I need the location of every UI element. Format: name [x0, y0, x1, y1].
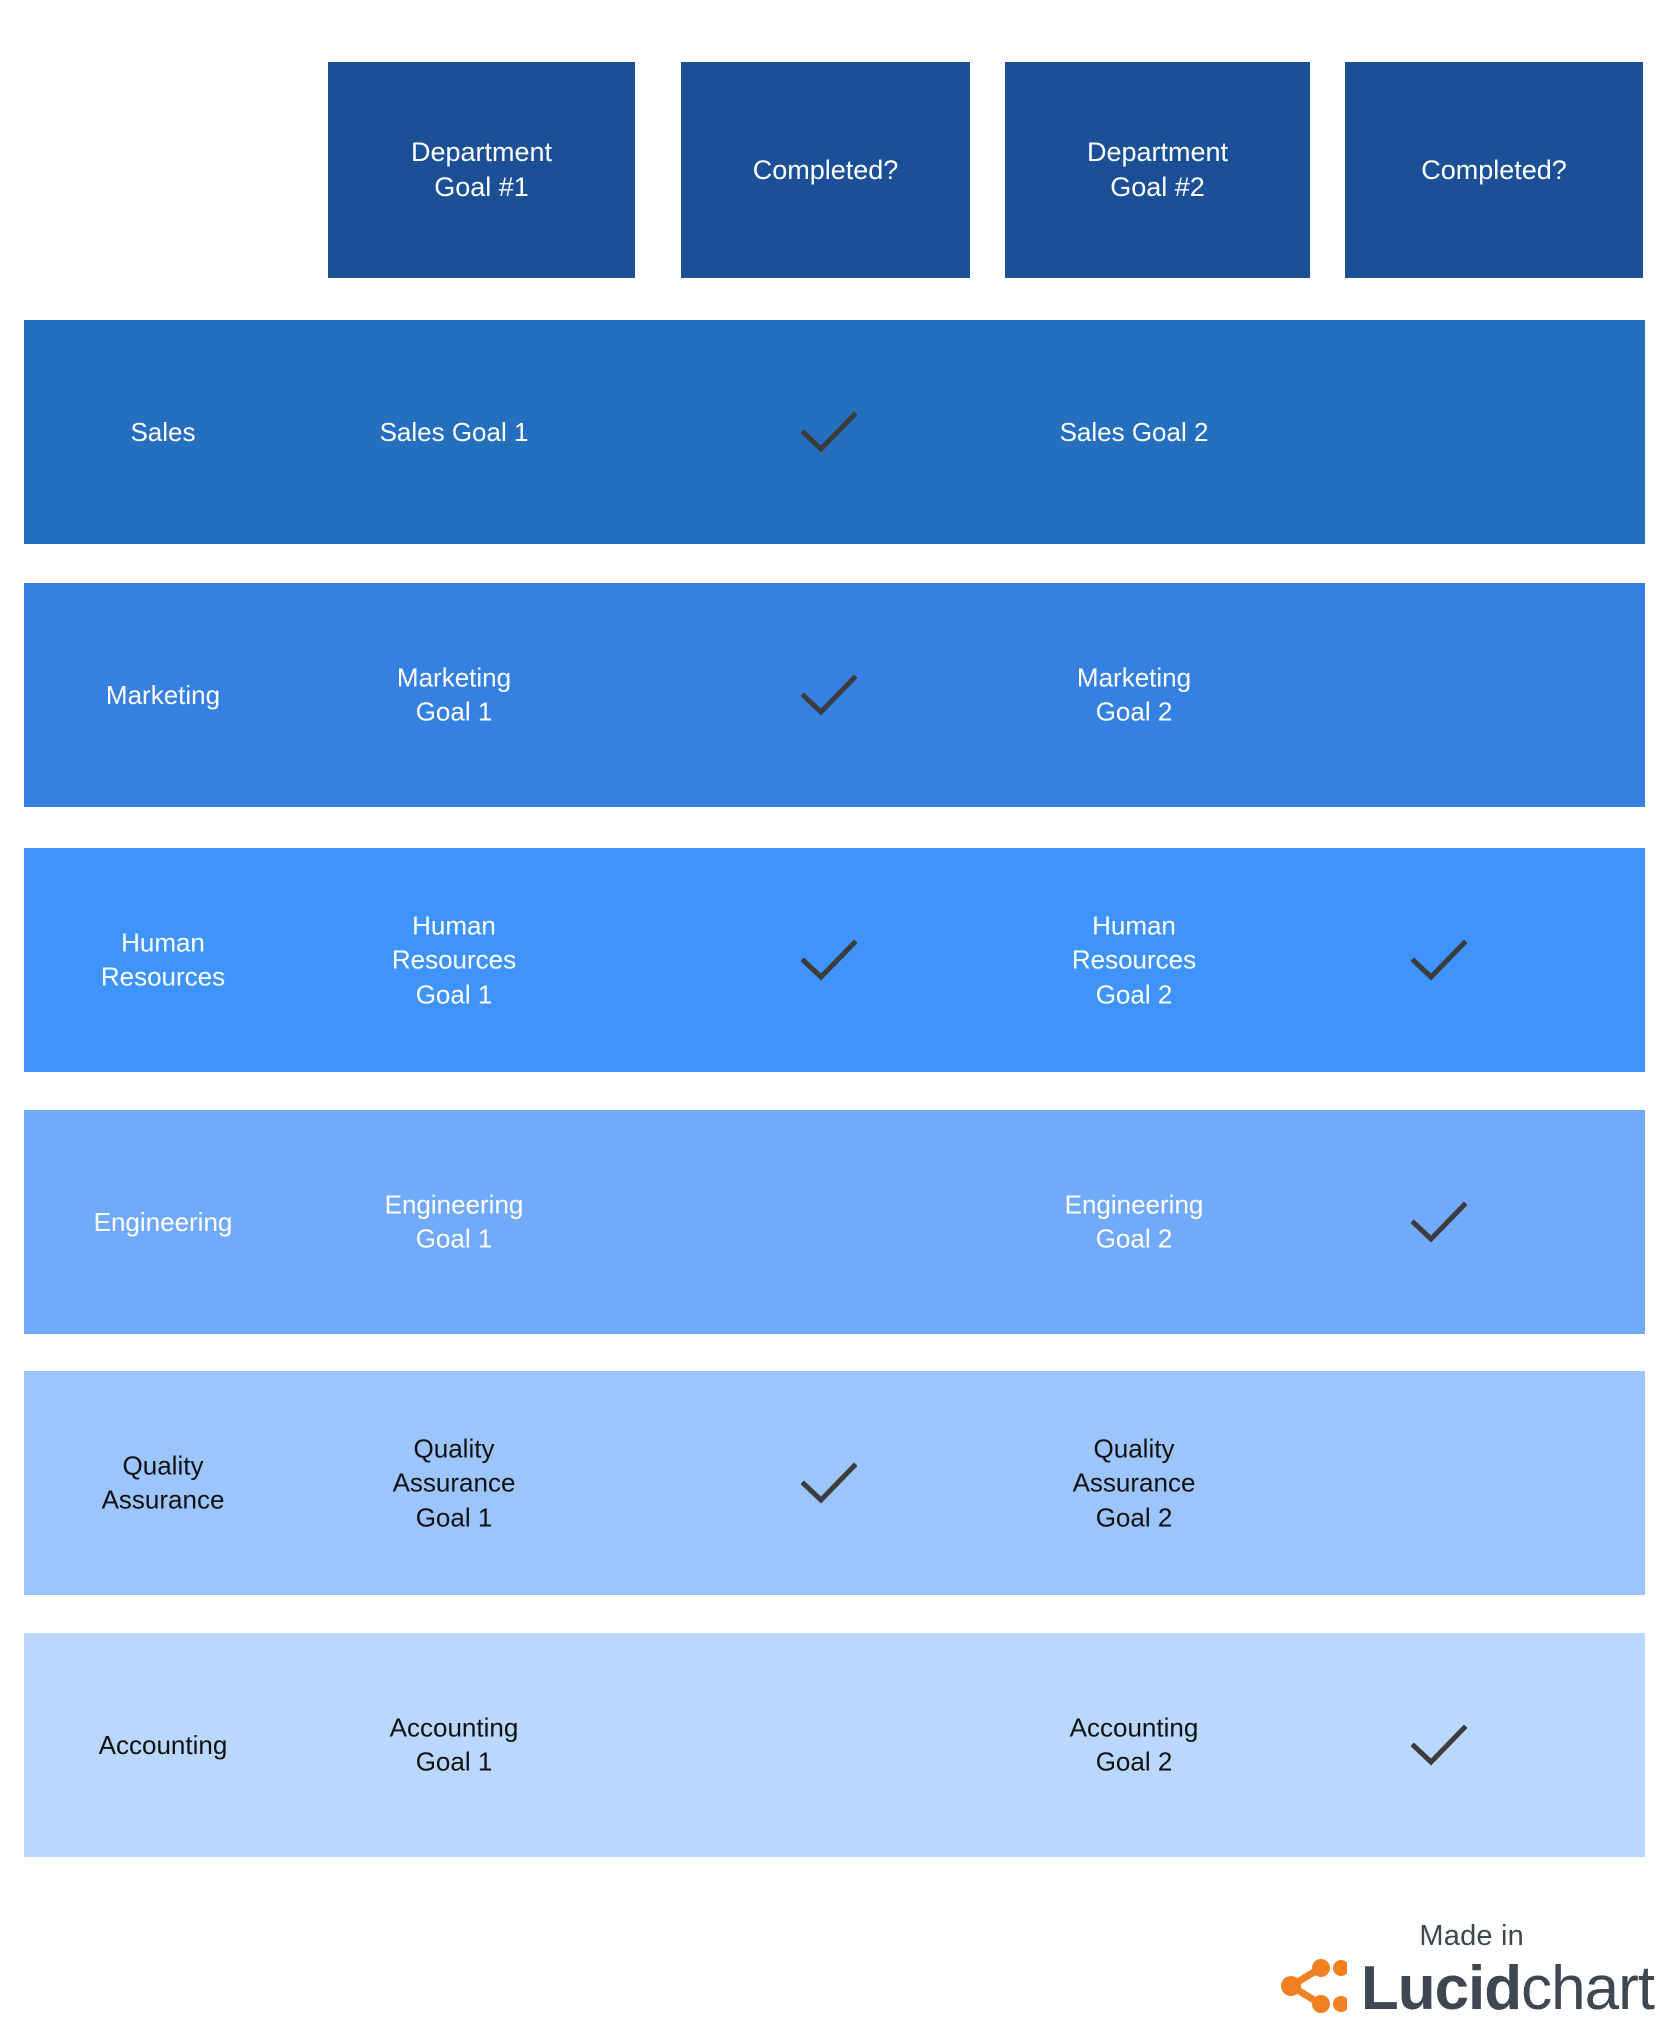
header-department-goal-2[interactable]: Department Goal #2: [1005, 62, 1310, 278]
row-goal-1: Accounting Goal 1: [389, 1712, 519, 1777]
brand-regular-text: chart: [1521, 1953, 1655, 2023]
table-row[interactable]: Engineering Engineering Goal 1 Engineeri…: [24, 1110, 1645, 1334]
lucidchart-watermark: Made in Lucidchart: [1279, 1920, 1655, 2020]
check-icon[interactable]: [744, 402, 914, 462]
row-goal-1: Quality Assurance Goal 1: [392, 1433, 516, 1533]
brand-bold-text: Lucid: [1360, 1953, 1522, 2023]
check-icon[interactable]: [1354, 930, 1524, 990]
lucidchart-logo-icon: [1279, 1957, 1349, 2020]
header-completed-2[interactable]: Completed?: [1345, 62, 1643, 278]
row-department-label: Human Resources: [100, 927, 226, 992]
row-department-label: Quality Assurance: [101, 1450, 225, 1515]
row-goal-2: Sales Goal 2: [1059, 416, 1209, 447]
row-goal-1: Engineering Goal 1: [384, 1189, 524, 1254]
table-row[interactable]: Sales Sales Goal 1 Sales Goal 2: [24, 320, 1645, 544]
made-in-label: Made in: [1419, 1920, 1524, 1952]
table-row[interactable]: Marketing Marketing Goal 1 Marketing Goa…: [24, 583, 1645, 807]
row-goal-1: Human Resources Goal 1: [391, 910, 517, 1010]
row-department-label: Accounting: [98, 1729, 228, 1760]
table-row[interactable]: Accounting Accounting Goal 1 Accounting …: [24, 1633, 1645, 1857]
table-row[interactable]: Human Resources Human Resources Goal 1 H…: [24, 848, 1645, 1072]
lucidchart-wordmark: Lucidchart: [1361, 1957, 1655, 2020]
header-completed-1[interactable]: Completed?: [681, 62, 970, 278]
row-goal-2: Human Resources Goal 2: [1071, 910, 1197, 1010]
row-goal-2: Marketing Goal 2: [1076, 662, 1192, 727]
row-goal-2: Engineering Goal 2: [1064, 1189, 1204, 1254]
row-goal-1: Sales Goal 1: [379, 416, 529, 447]
row-goal-2: Quality Assurance Goal 2: [1072, 1433, 1196, 1533]
row-goal-1: Marketing Goal 1: [396, 662, 512, 727]
header-department-goal-1[interactable]: Department Goal #1: [328, 62, 635, 278]
row-department-label: Engineering: [93, 1206, 233, 1237]
row-department-label: Marketing: [105, 679, 221, 710]
check-icon[interactable]: [744, 1453, 914, 1513]
check-icon[interactable]: [1354, 1192, 1524, 1252]
table-row[interactable]: Quality Assurance Quality Assurance Goal…: [24, 1371, 1645, 1595]
check-icon[interactable]: [1354, 1715, 1524, 1775]
row-department-label: Sales: [130, 416, 196, 447]
check-icon[interactable]: [744, 665, 914, 725]
row-goal-2: Accounting Goal 2: [1069, 1712, 1199, 1777]
check-icon[interactable]: [744, 930, 914, 990]
